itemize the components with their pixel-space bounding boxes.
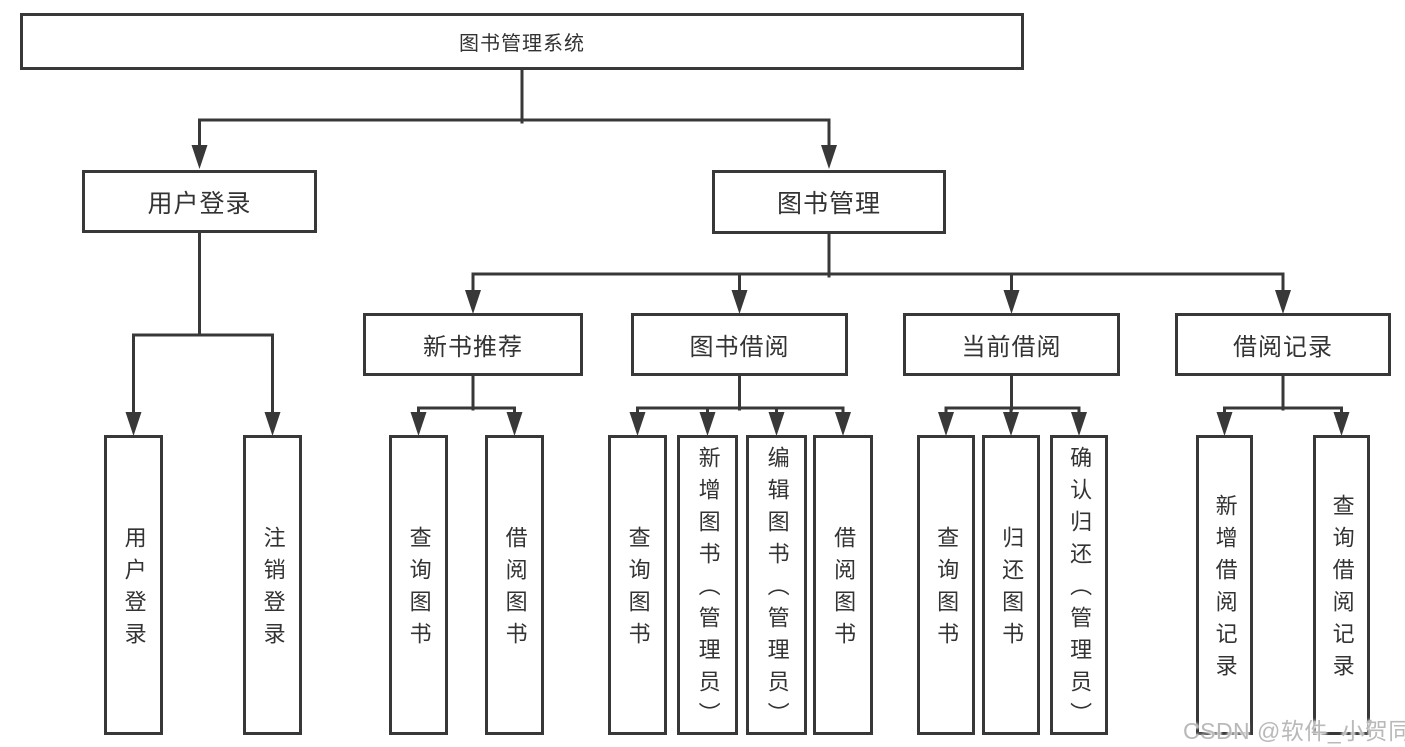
arrow-down-icon (731, 290, 748, 314)
node-cb-confirm-return-admin: 确认归还（管理员） (1050, 435, 1108, 735)
arrow-down-icon (1003, 412, 1019, 436)
arrow-down-icon (938, 412, 954, 436)
arrow-down-icon (629, 412, 646, 436)
arrow-down-icon (835, 412, 851, 436)
node-bb-borrow-books: 借阅图书 (813, 435, 873, 735)
arrow-down-icon (699, 412, 716, 436)
arrow-down-icon (465, 290, 481, 314)
node-label: 确认归还（管理员） (1067, 446, 1093, 734)
arrowheads (125, 145, 1350, 436)
arrow-down-icon (264, 412, 281, 436)
node-library-system: 图书管理系统 (20, 13, 1024, 70)
node-book-management: 图书管理 (712, 170, 946, 234)
node-new-book-recommend: 新书推荐 (363, 313, 583, 376)
arrow-down-icon (506, 412, 523, 436)
arrow-down-icon (1216, 412, 1233, 436)
arrow-down-icon (1275, 290, 1291, 314)
arrow-down-icon (1003, 290, 1020, 314)
node-label: 编辑图书（管理员） (764, 446, 790, 734)
node-user-login-action: 用户登录 (104, 435, 163, 735)
node-label: 查询借阅记录 (1329, 494, 1355, 686)
node-label: 归还图书 (999, 526, 1025, 654)
node-br-add-record: 新增借阅记录 (1196, 435, 1253, 735)
node-book-borrowing: 图书借阅 (631, 313, 848, 376)
node-label: 查询图书 (934, 526, 960, 654)
node-bb-add-books-admin: 新增图书（管理员） (677, 435, 738, 735)
watermark: CSDN @软件_小贺同学 (1183, 718, 1405, 744)
node-label: 查询图书 (406, 526, 432, 654)
arrow-down-icon (1333, 412, 1350, 436)
node-label: 新增借阅记录 (1212, 494, 1238, 686)
node-bb-edit-books-admin: 编辑图书（管理员） (746, 435, 807, 735)
node-label: 用户登录 (121, 526, 147, 654)
node-label: 新增图书（管理员） (695, 446, 721, 734)
node-label: 借阅图书 (831, 526, 857, 654)
arrow-down-icon (191, 145, 208, 169)
arrow-down-icon (821, 145, 837, 169)
node-nbr-query-books: 查询图书 (389, 435, 448, 735)
arrow-down-icon (125, 412, 142, 436)
arrow-down-icon (410, 412, 427, 436)
node-label: 注销登录 (260, 526, 286, 654)
node-cb-query-books: 查询图书 (917, 435, 975, 735)
node-nbr-borrow-books: 借阅图书 (485, 435, 544, 735)
node-current-borrowing: 当前借阅 (903, 313, 1120, 376)
node-user-login: 用户登录 (82, 170, 317, 233)
node-label: 借阅图书 (502, 526, 528, 654)
node-cb-return-books: 归还图书 (982, 435, 1040, 735)
node-br-query-record: 查询借阅记录 (1313, 435, 1370, 735)
node-label: 查询图书 (625, 526, 651, 654)
node-logout-action: 注销登录 (243, 435, 302, 735)
node-bb-query-books: 查询图书 (608, 435, 667, 735)
node-borrow-records: 借阅记录 (1175, 313, 1391, 376)
arrow-down-icon (1071, 412, 1087, 436)
arrow-down-icon (768, 412, 785, 436)
